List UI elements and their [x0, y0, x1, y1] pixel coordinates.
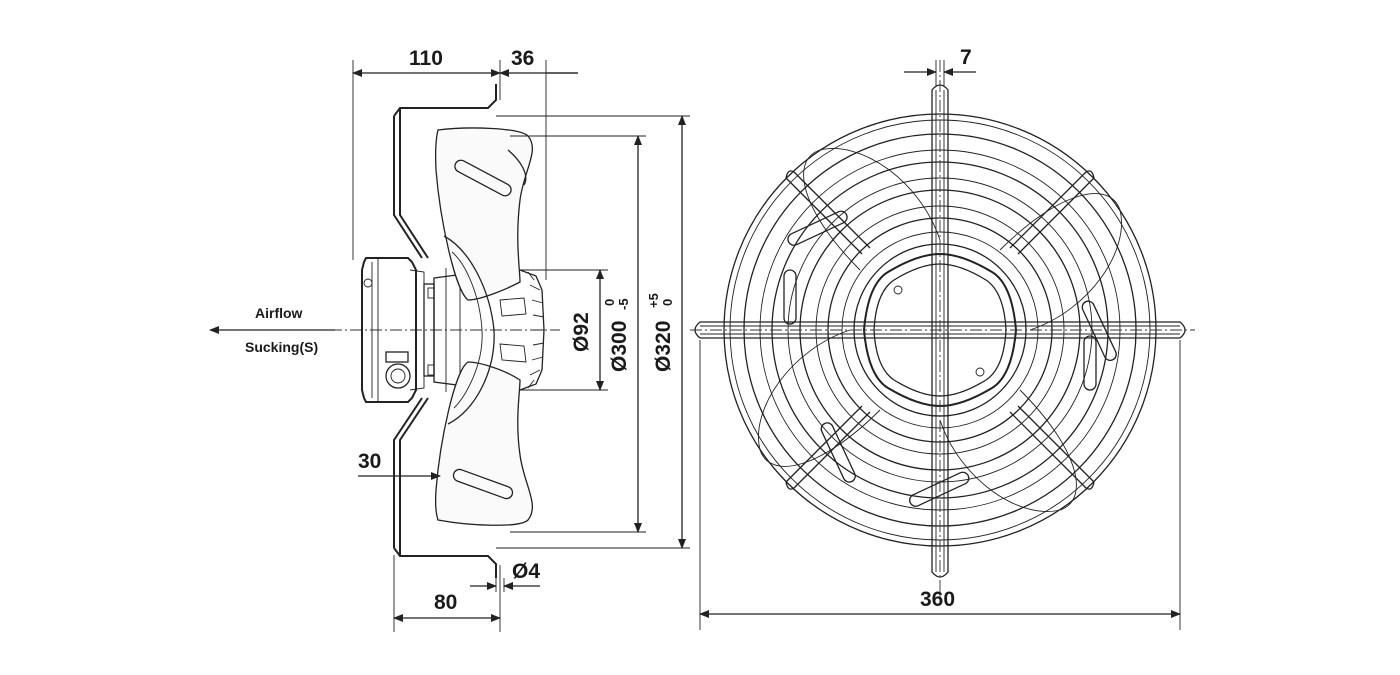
horizontal-bracket — [694, 321, 1186, 339]
fan-blade-lower — [434, 361, 533, 526]
guard-bracket-profile — [393, 84, 497, 578]
airflow-label: Airflow — [255, 305, 303, 321]
mount-screw-bottom — [975, 367, 985, 377]
front-fan-blades — [758, 148, 1122, 512]
diagonal-struts — [785, 170, 1095, 490]
dim-110: 110 — [409, 47, 443, 70]
dim-30: 30 — [358, 450, 381, 473]
dim-overall-width: 360 — [920, 588, 955, 611]
sucking-label: Sucking(S) — [245, 339, 318, 355]
motor-housing — [361, 257, 435, 403]
dim-bracket-width: 7 — [960, 46, 972, 69]
dim-fan-tol-lower: -5 — [616, 298, 631, 310]
blade-slot-upper — [454, 159, 512, 197]
fan-blade-upper — [434, 127, 533, 301]
side-view: Airflow Sucking(S) — [209, 47, 690, 632]
fan-blade-middle-edge — [443, 235, 495, 425]
cable-gland — [385, 363, 411, 389]
dim-guard-diameter: Ø320 — [652, 321, 675, 372]
dim-guard-tol-upper: +5 — [646, 293, 661, 308]
vertical-bracket — [931, 84, 949, 578]
dim-36: 36 — [511, 47, 534, 70]
dim-guard-tol-lower: 0 — [660, 299, 675, 306]
dim-fan-diameter: Ø300 — [608, 321, 631, 372]
front-view: 7 360 — [690, 46, 1195, 630]
dim-hole-diameter: Ø4 — [512, 560, 540, 583]
mount-screw-top — [893, 285, 903, 295]
dim-fan-tol-upper: 0 — [602, 299, 617, 306]
blade-slot-lower — [452, 468, 514, 500]
dim-80: 80 — [434, 591, 457, 614]
blade-tip-upper — [507, 149, 527, 186]
dim-hub-diameter: Ø92 — [570, 312, 593, 352]
